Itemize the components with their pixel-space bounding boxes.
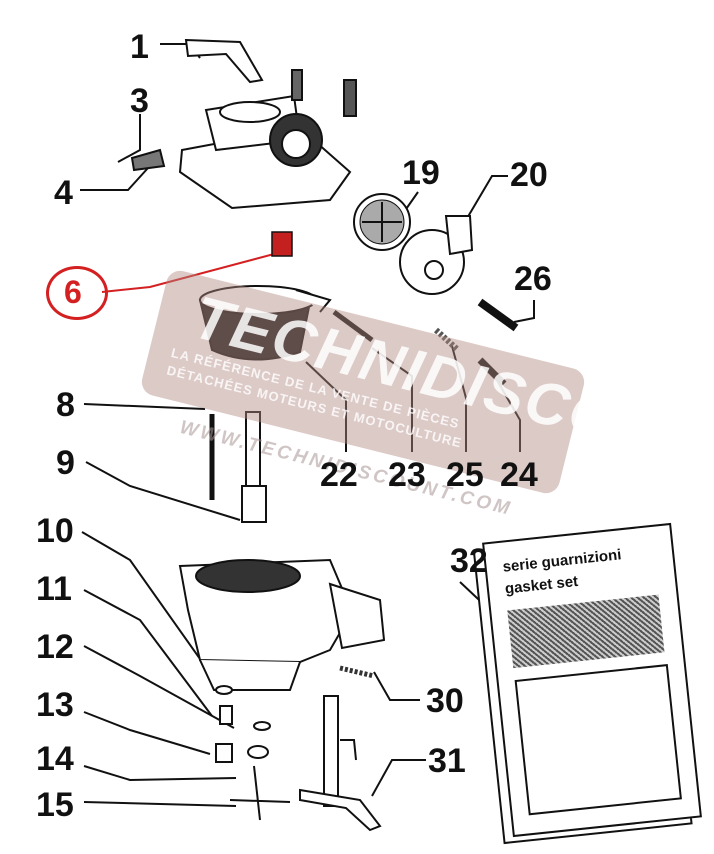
callout-11: 11 bbox=[36, 570, 72, 608]
callout-22: 22 bbox=[320, 456, 358, 494]
leader-11 bbox=[83, 589, 213, 717]
leader-30 bbox=[373, 671, 420, 701]
gasket-box-pattern bbox=[507, 594, 665, 669]
callout-24: 24 bbox=[500, 456, 538, 494]
gasket-set-box: serie guarnizioni gasket set bbox=[482, 522, 702, 838]
callout-6: 6 bbox=[64, 274, 82, 310]
callout-12: 12 bbox=[36, 628, 74, 666]
gasket-box-frame bbox=[514, 663, 682, 816]
leader-23 bbox=[371, 347, 413, 452]
part-12 bbox=[253, 721, 271, 731]
callout-15: 15 bbox=[36, 786, 74, 824]
callout-20: 20 bbox=[510, 156, 548, 194]
small-parts bbox=[215, 685, 291, 821]
leader-3 bbox=[117, 114, 141, 163]
leader-9 bbox=[85, 461, 241, 521]
callout-10: 10 bbox=[36, 512, 74, 550]
screw-24 bbox=[477, 357, 507, 387]
jet-part-6 bbox=[271, 231, 293, 257]
callout-9: 9 bbox=[56, 444, 75, 482]
carburettor-top-body bbox=[130, 38, 357, 210]
leader-8 bbox=[83, 403, 206, 410]
leader-12 bbox=[83, 645, 235, 729]
callout-30: 30 bbox=[426, 682, 464, 720]
lever-31 bbox=[299, 695, 382, 832]
leader-13 bbox=[83, 711, 211, 755]
callout-25: 25 bbox=[446, 456, 484, 494]
leader-6 bbox=[101, 253, 275, 293]
callout-14: 14 bbox=[36, 740, 74, 778]
part-10 bbox=[215, 685, 233, 695]
part-15 bbox=[229, 765, 291, 821]
leader-4 bbox=[80, 167, 149, 191]
callout-4: 4 bbox=[54, 174, 73, 212]
spring-30 bbox=[339, 665, 375, 679]
tube-9 bbox=[241, 411, 267, 523]
leader-20 bbox=[465, 175, 508, 221]
callout-3: 3 bbox=[130, 82, 149, 120]
callout-13: 13 bbox=[36, 686, 74, 724]
leader-26 bbox=[513, 300, 535, 323]
gasket-box-line-1: serie guarnizioni bbox=[501, 546, 623, 576]
callout-23: 23 bbox=[388, 456, 426, 494]
leader-25 bbox=[451, 345, 467, 452]
float-22 bbox=[198, 285, 332, 361]
leader-14 bbox=[83, 765, 237, 782]
callout-32: 32 bbox=[450, 542, 488, 580]
part-14 bbox=[247, 745, 269, 759]
callout-8: 8 bbox=[56, 386, 75, 424]
part-13 bbox=[215, 743, 233, 763]
banjo-fitting-20 bbox=[399, 215, 474, 295]
screw-26 bbox=[477, 298, 519, 332]
callout-31: 31 bbox=[428, 742, 466, 780]
part-11 bbox=[219, 705, 233, 725]
leader-31 bbox=[371, 759, 426, 797]
needle-23 bbox=[332, 309, 374, 343]
leader-24 bbox=[497, 381, 521, 452]
gasket-box-line-2: gasket set bbox=[504, 572, 579, 598]
leader-22 bbox=[305, 361, 347, 452]
leader-15 bbox=[83, 801, 237, 807]
filter-mesh-19 bbox=[353, 193, 411, 251]
leader-10 bbox=[81, 531, 223, 691]
callout-19: 19 bbox=[402, 154, 440, 192]
carburettor-lower-body bbox=[178, 558, 386, 691]
callout-1: 1 bbox=[130, 28, 149, 66]
highlight-circle-6 bbox=[46, 266, 108, 320]
callout-26: 26 bbox=[514, 260, 552, 298]
